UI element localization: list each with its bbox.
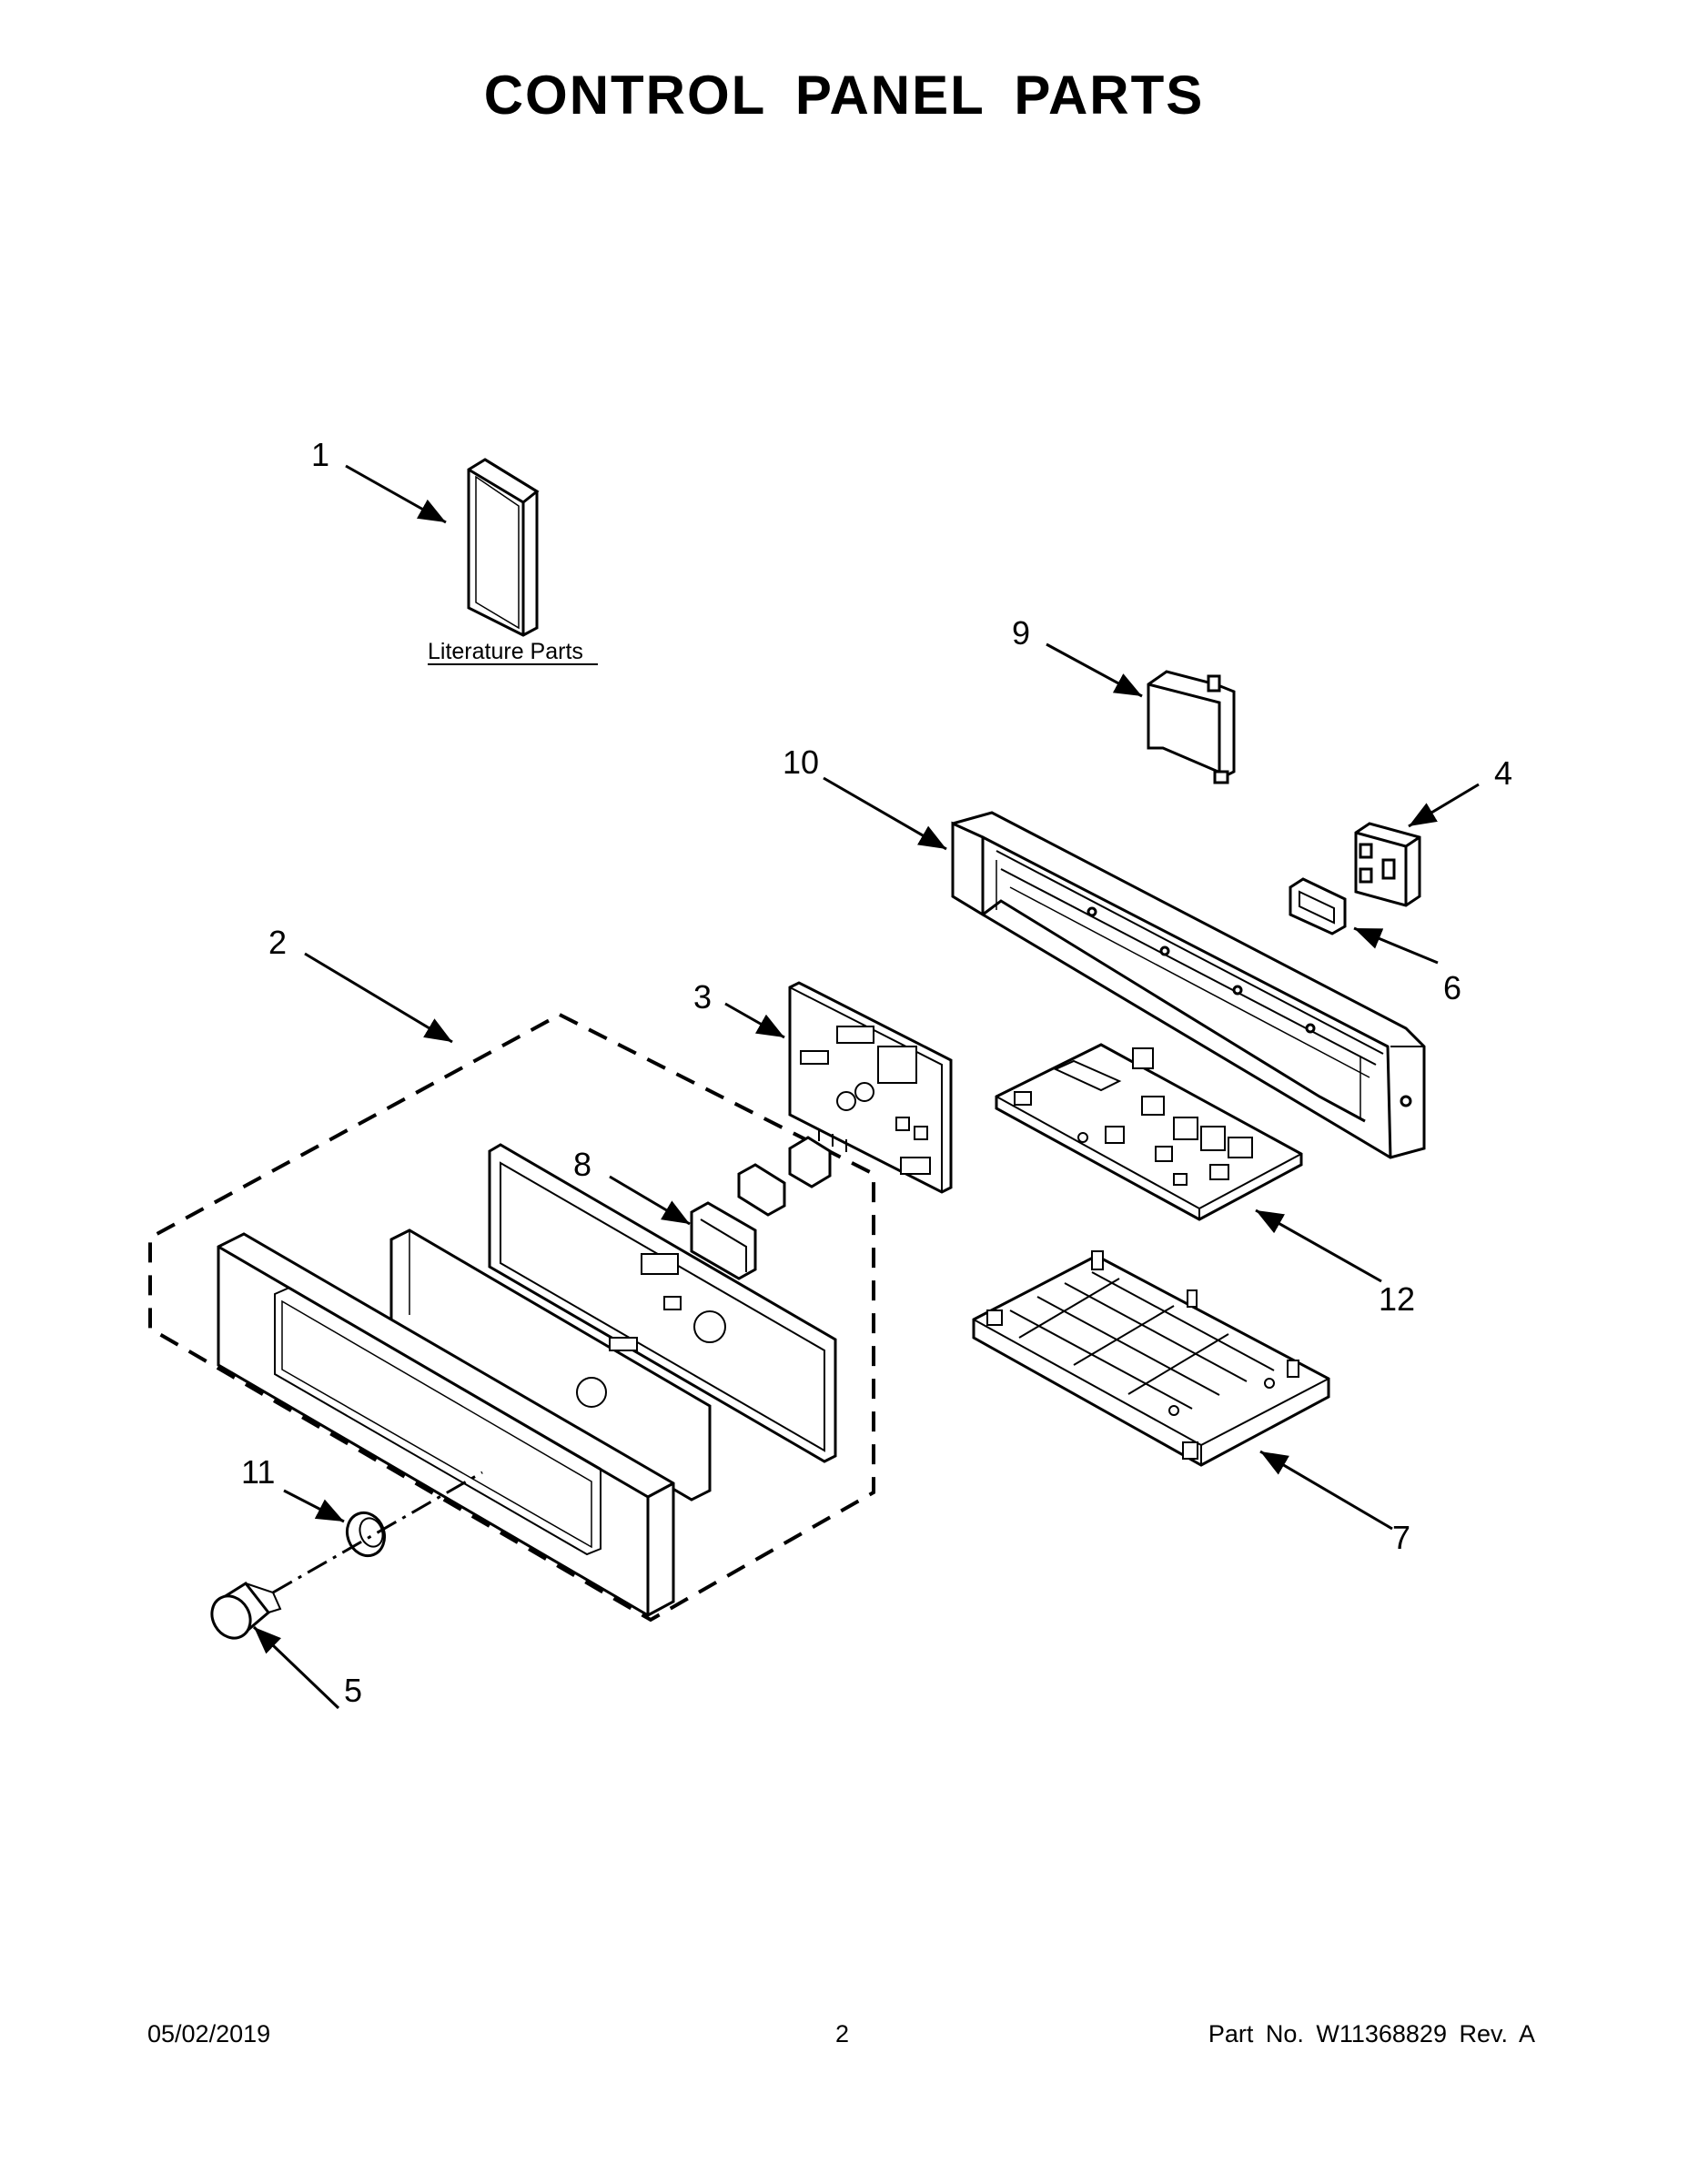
page-title: CONTROL PANEL PARTS <box>483 65 1205 126</box>
control-housing-part-10 <box>951 811 1426 1159</box>
literature-booklet <box>467 458 540 637</box>
back-panel <box>488 1143 837 1463</box>
footer-page-number: 2 <box>835 2020 850 2048</box>
footer-part-number: Part No. W11368829 Rev. A <box>1208 2020 1535 2048</box>
main-board-part-12 <box>995 1043 1303 1221</box>
assembly-boundary-part-2 <box>148 1012 875 1623</box>
callout-8: 8 <box>573 1146 591 1183</box>
callout-7: 7 <box>1392 1519 1410 1556</box>
knob-axis-line <box>272 1471 483 1594</box>
callout-1: 1 <box>311 436 329 473</box>
connector-part-8 <box>690 1136 832 1280</box>
callout-5: 5 <box>344 1672 362 1709</box>
callout-4: 4 <box>1494 754 1512 792</box>
switch-block-part-4 <box>1354 822 1421 907</box>
callout-6: 6 <box>1443 969 1461 1006</box>
bracket-part-9 <box>1147 670 1236 784</box>
callout-2: 2 <box>268 924 287 961</box>
footer-date: 05/02/2019 <box>147 2020 271 2048</box>
tray-part-7 <box>972 1250 1330 1467</box>
literature-parts-label: Literature Parts <box>428 639 583 664</box>
front-trim-panel <box>217 1232 675 1617</box>
callout-12: 12 <box>1379 1280 1415 1318</box>
gasket-part-6 <box>1289 877 1347 935</box>
callout-10: 10 <box>783 743 819 781</box>
callout-3: 3 <box>693 978 712 1016</box>
callout-11: 11 <box>241 1453 275 1491</box>
callout-9: 9 <box>1012 614 1030 652</box>
knob-part-5 <box>210 1582 282 1640</box>
leader-arrows <box>252 464 1480 1710</box>
ring-part-11 <box>345 1511 387 1558</box>
ui-board-part-3 <box>788 981 953 1194</box>
